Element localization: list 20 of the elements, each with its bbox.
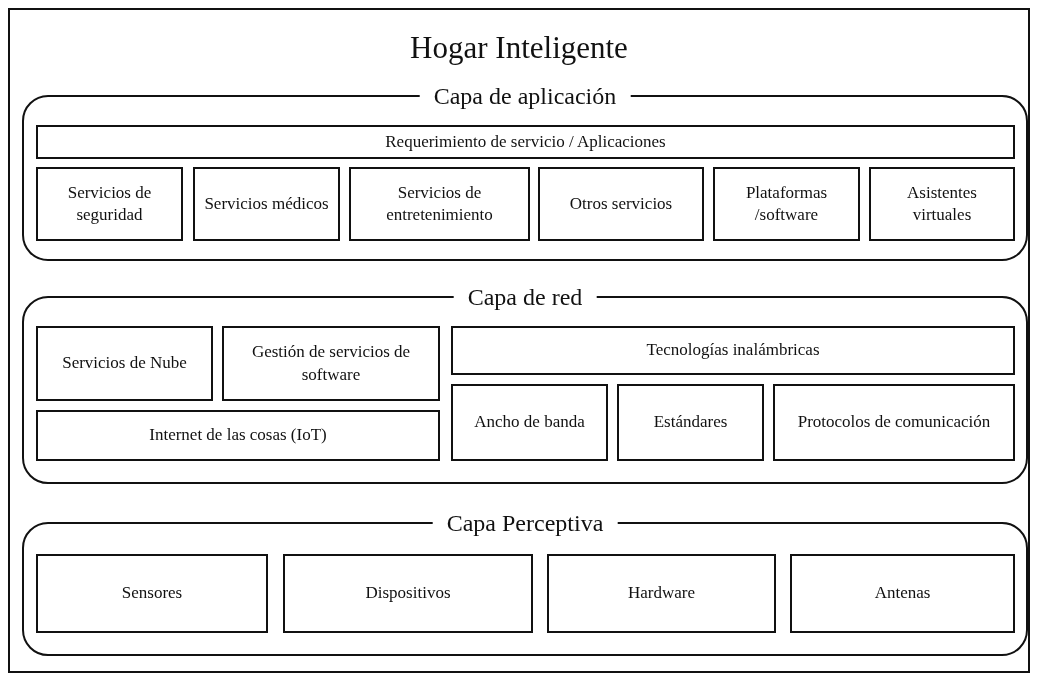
component-box: Ancho de banda bbox=[451, 384, 608, 461]
component-box: Servicios de Nube bbox=[36, 326, 213, 401]
component-box: Tecnologías inalámbricas bbox=[451, 326, 1015, 375]
component-box: Servicios de seguridad bbox=[36, 167, 183, 241]
component-box: Plataformas /software bbox=[713, 167, 860, 241]
component-box: Internet de las cosas (IoT) bbox=[36, 410, 440, 461]
component-box: Requerimiento de servicio / Aplicaciones bbox=[36, 125, 1015, 159]
component-box: Protocolos de comunicación bbox=[773, 384, 1015, 461]
component-box: Estándares bbox=[617, 384, 764, 461]
component-box: Gestión de servicios de software bbox=[222, 326, 440, 401]
component-box: Asistentes virtuales bbox=[869, 167, 1015, 241]
component-box: Sensores bbox=[36, 554, 268, 633]
component-box: Hardware bbox=[547, 554, 776, 633]
component-box: Servicios médicos bbox=[193, 167, 340, 241]
component-box: Otros servicios bbox=[538, 167, 704, 241]
frame-heading: Hogar Inteligente bbox=[410, 29, 628, 67]
diagram-frame bbox=[8, 8, 1030, 673]
component-box: Antenas bbox=[790, 554, 1015, 633]
component-box: Servicios de entretenimiento bbox=[349, 167, 530, 241]
component-box: Dispositivos bbox=[283, 554, 533, 633]
